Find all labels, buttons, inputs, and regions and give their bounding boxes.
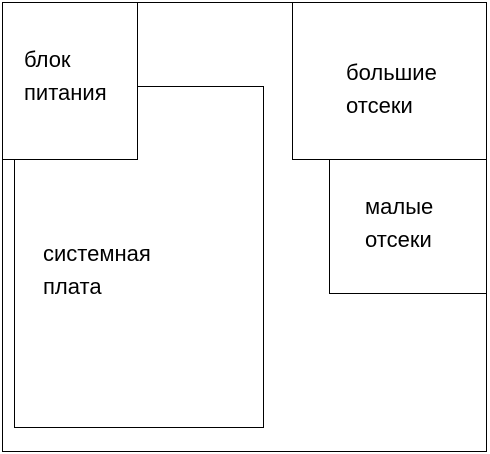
power-supply-label-line2: питания: [24, 80, 107, 105]
large-bays-block: [292, 2, 487, 160]
motherboard-label: системная плата: [43, 237, 151, 303]
small-bays-label: малые отсеки: [365, 190, 433, 256]
power-supply-label-line1: блок: [24, 47, 71, 72]
large-bays-label-line1: большие: [346, 60, 437, 85]
large-bays-label: большие отсеки: [346, 56, 437, 122]
small-bays-block: [329, 159, 487, 294]
motherboard-label-line1: системная: [43, 241, 151, 266]
motherboard-label-line2: плата: [43, 274, 102, 299]
large-bays-label-line2: отсеки: [346, 93, 413, 118]
small-bays-label-line2: отсеки: [365, 227, 432, 252]
power-supply-label: блок питания: [24, 43, 107, 109]
power-supply-block: [2, 2, 138, 160]
small-bays-label-line1: малые: [365, 194, 434, 219]
